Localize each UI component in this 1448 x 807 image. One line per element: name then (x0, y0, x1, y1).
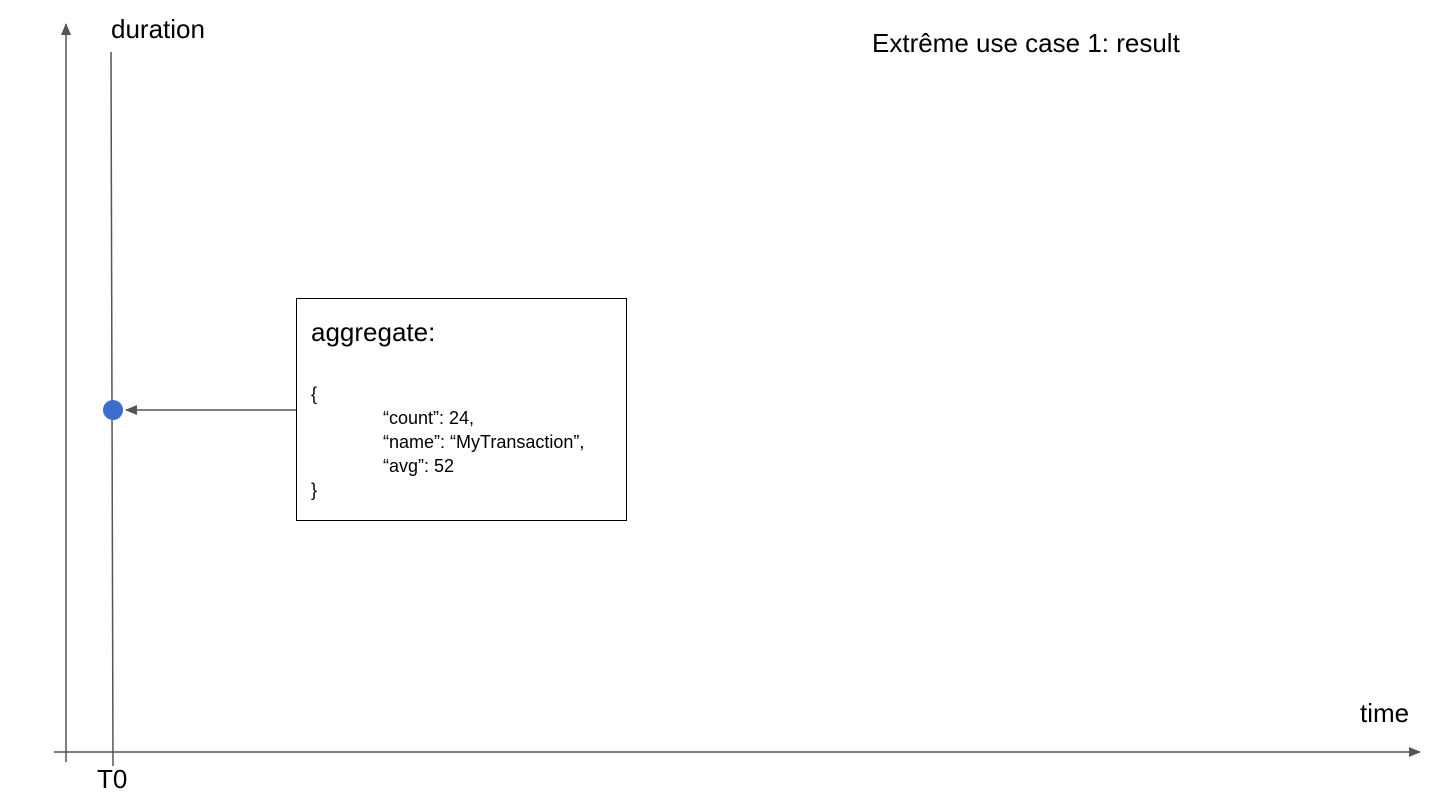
json-count-line: “count”: 24, (383, 408, 475, 428)
y-axis-label: duration (111, 14, 205, 44)
x-axis-label: time (1360, 698, 1410, 728)
diagram-title: Extrême use case 1: result (872, 28, 1180, 58)
aggregate-heading: aggregate: (311, 317, 436, 347)
json-avg-line: “avg”: 52 (383, 456, 455, 476)
json-name-line: “name”: “MyTransaction”, (383, 432, 585, 452)
aggregate-box: aggregate: { “count”: 24, “name”: “MyTra… (296, 298, 627, 521)
json-close-brace: } (311, 480, 318, 500)
aggregate-point (103, 400, 123, 420)
x-tick-t0: T0 (97, 764, 128, 794)
json-open-brace: { (311, 384, 318, 404)
